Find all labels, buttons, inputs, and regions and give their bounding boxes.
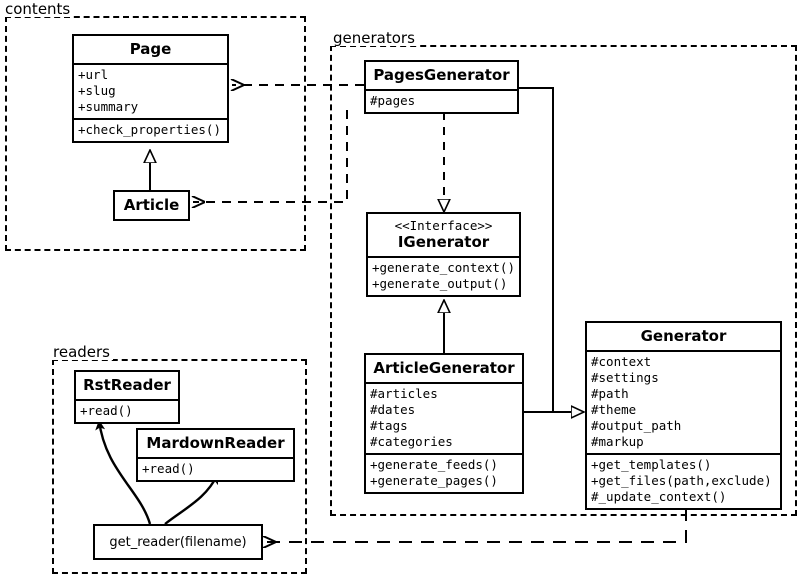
class-mardownreader-name: MardownReader	[146, 434, 285, 452]
class-mardownreader-methods: +read()	[138, 457, 293, 480]
class-articlegenerator-attributes: #articles #dates #tags #categories	[366, 382, 522, 453]
method: +get_templates()	[591, 457, 712, 472]
class-rstreader[interactable]: RstReader +read()	[74, 370, 180, 424]
method: +get_files(path,exclude)	[591, 473, 772, 488]
attribute: #markup	[591, 434, 644, 449]
class-page[interactable]: Page +url +slug +summary +check_properti…	[72, 34, 229, 143]
package-readers: readers	[50, 345, 307, 574]
attribute: #context	[591, 354, 652, 369]
class-page-name: Page	[129, 40, 172, 58]
class-articlegenerator[interactable]: ArticleGenerator #articles #dates #tags …	[364, 353, 524, 494]
class-igenerator-stereotype: <<Interface>>	[394, 218, 493, 233]
function-get-reader[interactable]: get_reader(filename)	[93, 524, 263, 560]
class-page-attributes: +url +slug +summary	[74, 63, 227, 118]
class-igenerator-methods: +generate_context() +generate_output()	[368, 256, 519, 295]
class-articlegenerator-methods: +generate_feeds() +generate_pages()	[366, 453, 522, 492]
package-readers-border	[52, 359, 307, 574]
class-pagesgenerator[interactable]: PagesGenerator #pages	[364, 60, 519, 114]
class-generator-methods: +get_templates() +get_files(path,exclude…	[587, 453, 780, 508]
attribute: #path	[591, 386, 629, 401]
class-mardownreader[interactable]: MardownReader +read()	[136, 428, 295, 482]
package-generators-label: generators	[330, 31, 418, 46]
attribute: +slug	[78, 83, 116, 98]
class-generator-attributes: #context #settings #path #theme #output_…	[587, 350, 780, 453]
class-generator[interactable]: Generator #context #settings #path #them…	[585, 321, 782, 510]
class-generator-name: Generator	[640, 327, 727, 345]
method: +generate_feeds()	[370, 457, 498, 472]
method: +generate_output()	[372, 276, 508, 291]
attribute: #settings	[591, 370, 659, 385]
method: +read()	[80, 403, 133, 418]
attribute: #tags	[370, 418, 408, 433]
class-igenerator[interactable]: <<Interface>> IGenerator +generate_conte…	[366, 212, 521, 297]
class-pagesgenerator-name: PagesGenerator	[373, 66, 510, 84]
attribute: #dates	[370, 402, 416, 417]
method: +read()	[142, 461, 195, 476]
attribute: #theme	[591, 402, 637, 417]
attribute: #categories	[370, 434, 453, 449]
class-page-methods: +check_properties()	[74, 118, 227, 141]
package-contents-label: contents	[2, 2, 74, 17]
function-get-reader-label: get_reader(filename)	[109, 534, 247, 550]
class-rstreader-methods: +read()	[76, 399, 178, 422]
attribute: +url	[78, 67, 109, 82]
class-article-name: Article	[123, 196, 180, 214]
attribute: +summary	[78, 99, 139, 114]
class-rstreader-name: RstReader	[83, 376, 171, 394]
class-igenerator-name: IGenerator	[397, 233, 490, 251]
method: +generate_context()	[372, 260, 515, 275]
class-article[interactable]: Article	[113, 190, 190, 221]
class-articlegenerator-name: ArticleGenerator	[373, 359, 515, 377]
method: +generate_pages()	[370, 473, 498, 488]
package-readers-label: readers	[50, 345, 113, 360]
method: #_update_context()	[591, 489, 727, 504]
attribute: #output_path	[591, 418, 682, 433]
attribute: #pages	[370, 93, 416, 108]
attribute: #articles	[370, 386, 438, 401]
class-pagesgenerator-attributes: #pages	[366, 89, 517, 112]
method: +check_properties()	[78, 122, 221, 137]
